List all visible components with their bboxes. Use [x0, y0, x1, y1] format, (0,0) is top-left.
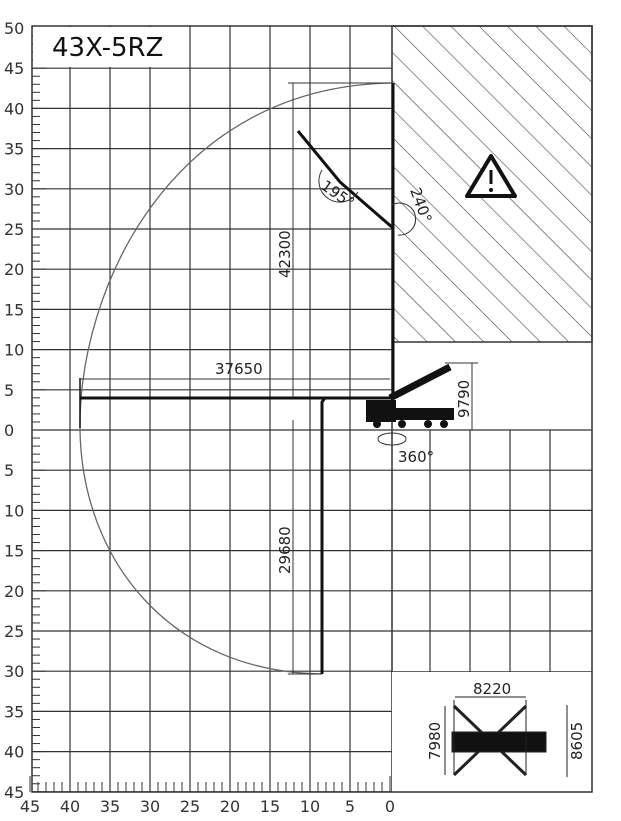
y-axis-label: 10 — [4, 341, 24, 360]
x-axis-label: 40 — [60, 797, 80, 816]
max-height-label: 42300 — [276, 230, 294, 278]
warning-triangle-icon — [465, 154, 517, 198]
x-axis-label: 35 — [100, 797, 120, 816]
outrigger-inset — [392, 672, 592, 792]
arm-angle-arc-1 — [318, 169, 359, 203]
outrigger-left-label: 7980 — [426, 722, 444, 760]
arm-angle-arc-2 — [391, 202, 417, 236]
y-axis-label: 25 — [4, 622, 24, 641]
boom-folded-arm — [296, 130, 394, 230]
max-depth-label: 29680 — [276, 526, 294, 574]
y-axis-label: 15 — [4, 300, 24, 319]
y-axis-label: 15 — [4, 542, 24, 561]
slew-rotation-icon — [377, 432, 407, 446]
title-box — [33, 27, 158, 67]
unfold-height-label: 9790 — [455, 380, 473, 418]
y-axis-label: 20 — [4, 582, 24, 601]
y-axis-label: 50 — [4, 19, 24, 38]
unfold-height-dimension — [445, 362, 478, 431]
y-axis-label: 5 — [4, 381, 14, 400]
x-axis-label: 25 — [180, 797, 200, 816]
x-axis-label: 20 — [220, 797, 240, 816]
truck — [366, 363, 454, 428]
y-axis-label: 10 — [4, 501, 24, 520]
y-axis-label: 30 — [4, 662, 24, 681]
y-axis-label: 45 — [4, 783, 24, 802]
y-axis-label: 20 — [4, 260, 24, 279]
y-axis-label: 45 — [4, 59, 24, 78]
y-axis-label: 25 — [4, 220, 24, 239]
y-axis-label: 30 — [4, 180, 24, 199]
max-reach-label: 37650 — [215, 360, 263, 378]
frame — [31, 25, 593, 793]
y-axis-label: 40 — [4, 99, 24, 118]
y-axis-label: 40 — [4, 743, 24, 762]
model-title: 43X-5RZ — [52, 33, 163, 63]
boom-downward — [320, 397, 327, 674]
outrigger-right-label: 8605 — [568, 722, 586, 760]
arm-angle-1-label: 195° — [318, 177, 358, 212]
x-axis-labels: 45 40 35 30 25 20 15 10 5 0 — [20, 797, 395, 816]
y-axis-label: 35 — [4, 702, 24, 721]
height-dimension — [288, 82, 392, 398]
grid — [29, 26, 592, 793]
outrigger-front-label: 8220 — [473, 680, 511, 698]
x-axis-label: 45 — [20, 797, 40, 816]
y-axis-label: 5 — [4, 461, 14, 480]
x-axis-label: 10 — [300, 797, 320, 816]
x-axis-label: 5 — [345, 797, 355, 816]
y-axis-label: 35 — [4, 140, 24, 159]
depth-dimension — [288, 420, 322, 675]
x-axis-label: 0 — [385, 797, 395, 816]
x-axis-label: 30 — [140, 797, 160, 816]
x-axis-label: 15 — [260, 797, 280, 816]
y-axis-label: 0 — [4, 421, 14, 440]
slew-label: 360° — [398, 448, 434, 466]
